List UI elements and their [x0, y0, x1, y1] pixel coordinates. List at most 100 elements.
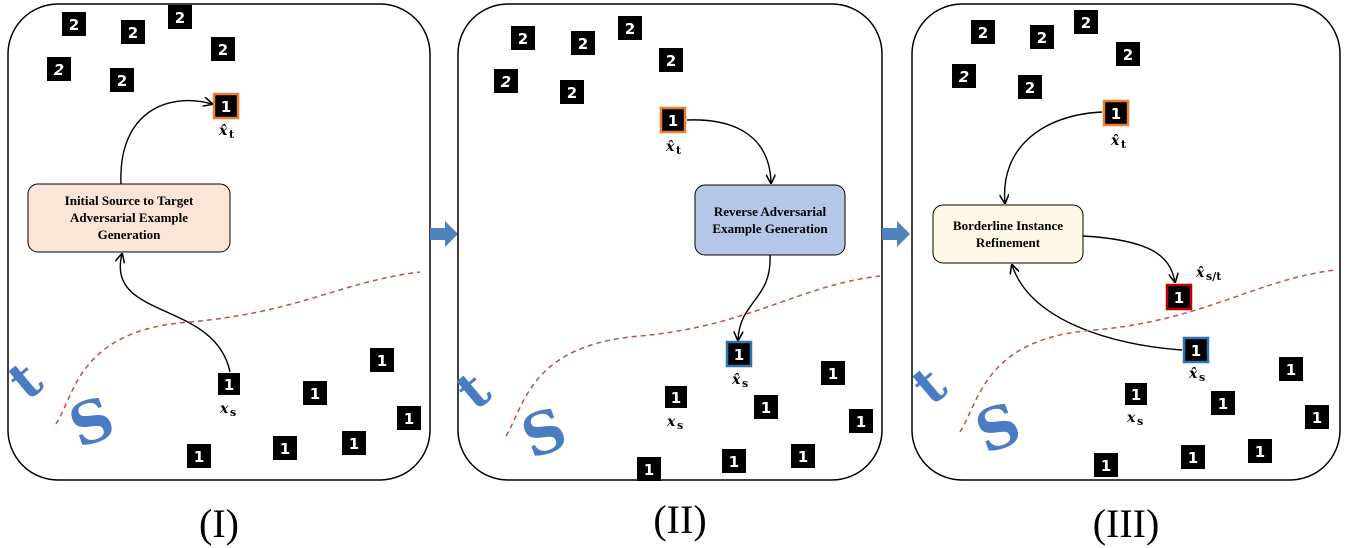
svg-text:1: 1: [828, 365, 838, 383]
arrow-box-to-source-hat: [738, 254, 771, 340]
svg-text:2: 2: [501, 73, 511, 91]
process-box-3-line-2: Refinement: [976, 235, 1041, 250]
arrow-target-to-box: [686, 119, 771, 183]
label-xs-sub: s: [1137, 415, 1143, 428]
svg-text:1: 1: [1188, 449, 1198, 467]
svg-text:1: 1: [668, 112, 678, 130]
panel-2: 2 2 2 2 2 2 1 x̂ t Reverse Adversarial E…: [445, 3, 883, 542]
arrow-source-hat-to-box: [1012, 265, 1183, 351]
svg-text:1: 1: [1218, 395, 1228, 413]
svg-text:2: 2: [1123, 46, 1133, 64]
digit-two: 2: [54, 61, 64, 79]
svg-text:1: 1: [224, 376, 234, 394]
caption-3: (III): [1093, 501, 1160, 546]
svg-text:1: 1: [221, 98, 231, 116]
svg-text:2: 2: [1081, 14, 1091, 32]
svg-text:2: 2: [666, 52, 676, 70]
svg-text:1: 1: [1255, 443, 1265, 461]
source-sample: 1: [665, 386, 687, 408]
svg-text:1: 1: [671, 389, 681, 407]
arrow-target-to-box: [1005, 111, 1103, 203]
arrow-box-to-borderline: [1082, 235, 1175, 282]
label-xt-sub: t: [229, 128, 235, 141]
svg-text:1: 1: [761, 399, 771, 417]
digit-two-cluster: 2 2 2 2 2 2: [494, 16, 683, 104]
svg-text:1: 1: [1286, 361, 1296, 379]
digit-one-cluster: 1 1 1 1 1 1: [637, 361, 873, 481]
label-xs-hat-sub: s: [1199, 371, 1205, 384]
panel-3: 2 2 2 2 2 2 1 x̂ t Borderline Instance R…: [901, 3, 1341, 546]
label-xs-sub: s: [230, 406, 236, 419]
svg-text:1: 1: [377, 352, 387, 370]
label-xst-sub: s/t: [1206, 270, 1222, 283]
digit-two: 2: [69, 16, 79, 34]
svg-text:1: 1: [1111, 105, 1121, 123]
digit-two: 2: [175, 9, 185, 27]
label-xs-sub: s: [677, 419, 683, 432]
svg-text:1: 1: [1191, 342, 1201, 360]
svg-text:2: 2: [978, 24, 988, 42]
svg-text:1: 1: [1174, 289, 1184, 307]
reverse-adversarial-sample: 1: [725, 340, 753, 368]
digit-two: 2: [117, 72, 127, 90]
arrow-box-to-target: [120, 101, 212, 185]
source-sample: 1: [1125, 383, 1147, 405]
process-box-1-line-3: Generation: [98, 227, 162, 242]
svg-text:1: 1: [349, 435, 359, 453]
process-box-2-line-2: Example Generation: [712, 221, 828, 236]
panel-1: 2 2 2 2 2 2 1 x̂ t Initial Source to Tar…: [0, 3, 431, 546]
svg-text:1: 1: [856, 413, 866, 431]
label-xt: x̂: [1110, 133, 1120, 149]
svg-text:2: 2: [1037, 29, 1047, 47]
svg-text:1: 1: [280, 440, 290, 458]
svg-text:1: 1: [798, 448, 808, 466]
svg-text:1: 1: [194, 448, 204, 466]
label-xs: x: [219, 401, 229, 417]
svg-text:2: 2: [959, 68, 969, 86]
label-xs: x: [1126, 410, 1136, 426]
svg-text:1: 1: [734, 346, 744, 364]
digit-one-cluster: 1 1 1 1 1 1: [187, 348, 421, 468]
label-xt: x̂: [218, 123, 228, 139]
svg-text:1: 1: [644, 461, 654, 479]
target-sample: 1: [659, 106, 687, 134]
arrow-source-to-box: [120, 254, 231, 373]
svg-text:2: 2: [1025, 79, 1035, 97]
flow-arrow-2: [882, 221, 910, 247]
digit-one-cluster: 1 1 1 1 1 1: [1094, 357, 1329, 477]
svg-text:2: 2: [625, 20, 635, 38]
process-box-1-line-1: Initial Source to Target: [65, 193, 194, 208]
process-box-3: [932, 204, 1084, 264]
digit-two-cluster: 2 2 2 2 2 2: [952, 10, 1140, 99]
label-xs-hat: x̂: [1188, 366, 1198, 382]
process-box-3-line-1: Borderline Instance: [953, 218, 1063, 233]
digit-two: 2: [128, 24, 138, 42]
label-xst: x̂: [1195, 265, 1205, 281]
process-box-1-line-2: Adversarial Example: [70, 210, 188, 225]
label-xs-hat-sub: s: [742, 377, 748, 390]
svg-text:1: 1: [1312, 409, 1322, 427]
label-xs-hat: x̂: [731, 372, 741, 388]
svg-text:2: 2: [578, 35, 588, 53]
svg-text:1: 1: [1101, 457, 1111, 475]
decision-boundary: [55, 271, 421, 425]
svg-text:2: 2: [518, 30, 528, 48]
label-xt-sub: t: [676, 144, 682, 157]
process-box-1: [27, 183, 231, 253]
caption-1: (I): [199, 501, 239, 546]
flow-arrow-1: [430, 221, 458, 247]
reverse-adversarial-sample: 1: [1182, 336, 1210, 364]
svg-text:1: 1: [310, 385, 320, 403]
panel-2-frame: [457, 3, 883, 481]
process-box-2: [694, 184, 846, 256]
svg-text:1: 1: [1131, 386, 1141, 404]
digit-two-cluster: 2 2 2 2 2 2: [47, 5, 235, 92]
decision-boundary: [959, 269, 1336, 433]
svg-text:2: 2: [567, 84, 577, 102]
label-xs: x: [666, 414, 676, 430]
borderline-sample: 1: [1165, 283, 1193, 311]
label-xt-sub: t: [1121, 138, 1127, 151]
svg-text:1: 1: [729, 453, 739, 471]
decision-boundary: [505, 275, 881, 437]
label-xt: x̂: [665, 139, 675, 155]
